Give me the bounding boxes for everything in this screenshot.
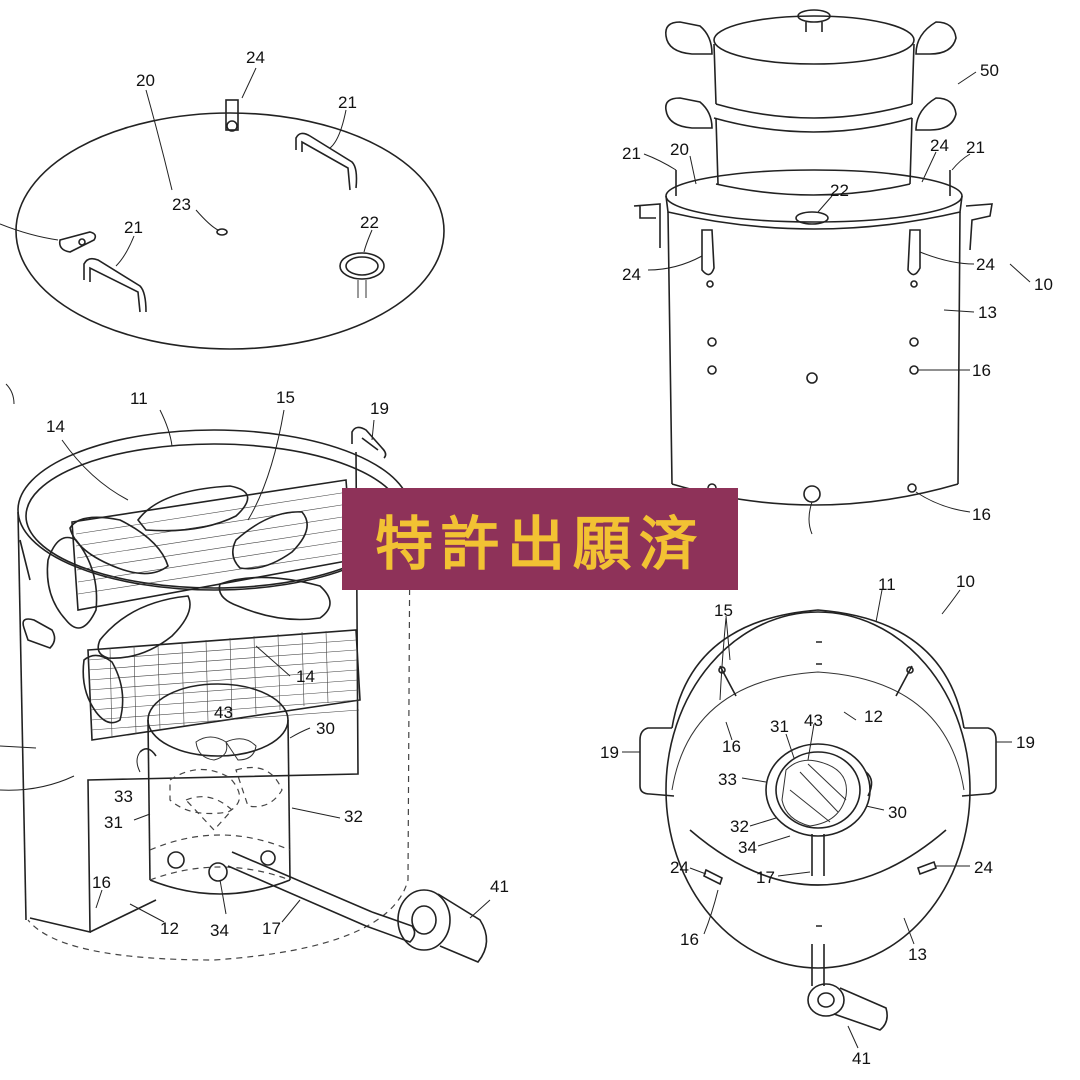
label-cut-34: 34	[210, 921, 229, 940]
label-top-31: 31	[770, 717, 789, 736]
label-top-24a: 24	[670, 858, 689, 877]
label-cut-14b: 14	[296, 667, 315, 686]
patent-pending-banner: 特許出願済	[342, 488, 738, 590]
drum-lid	[665, 169, 963, 223]
lid-handle-right	[295, 132, 358, 189]
vent-22	[795, 211, 829, 225]
drum-handle-right	[965, 203, 993, 251]
label-asm-24c: 24	[976, 255, 995, 274]
drum-handle-left	[22, 618, 56, 649]
label-top-33: 33	[718, 770, 737, 789]
label-top-11: 11	[878, 575, 896, 594]
label-lid-23: 23	[172, 195, 191, 214]
label-top-13: 13	[908, 945, 927, 964]
label-cut-41: 41	[490, 877, 509, 896]
label-cut-11: 11	[130, 389, 148, 408]
label-asm-22: 22	[830, 181, 849, 200]
sweet-potatoes	[46, 485, 331, 724]
label-top-10: 10	[956, 572, 975, 591]
assembled-figure	[633, 9, 1031, 535]
label-asm-16a: 16	[972, 361, 991, 380]
label-top-15: 15	[714, 601, 733, 620]
lid-figure	[0, 67, 445, 350]
label-top-17: 17	[756, 868, 775, 887]
lid-hook	[58, 231, 97, 253]
label-top-12: 12	[864, 707, 883, 726]
label-cut-14a: 14	[46, 417, 65, 436]
label-lid-20: 20	[136, 71, 155, 90]
label-cut-19: 19	[370, 399, 389, 418]
top-view-labels: 11 10 15 12 31 43 19 19 16 33 30 32 34 2…	[600, 572, 1035, 1068]
drum-handle-left	[633, 203, 661, 248]
label-lid-22: 22	[360, 213, 379, 232]
lid-handle-left	[83, 257, 147, 313]
lid-vent-22	[339, 252, 385, 280]
label-top-19b: 19	[1016, 733, 1035, 752]
label-cut-33: 33	[114, 787, 133, 806]
label-top-43: 43	[804, 711, 823, 730]
label-asm-24b: 24	[622, 265, 641, 284]
cutaway-labels: 11 15 19 14 14 43 30 33 32 31 16 12 34 1…	[46, 388, 509, 940]
drum-outer-rim	[665, 611, 971, 969]
label-top-19a: 19	[600, 743, 619, 762]
label-top-32: 32	[730, 817, 749, 836]
label-asm-24a: 24	[930, 136, 949, 155]
label-asm-20: 20	[670, 140, 689, 159]
label-cut-30: 30	[316, 719, 335, 738]
drum-handle-19	[351, 426, 387, 459]
charcoal-cylinder	[139, 683, 488, 963]
label-cut-15: 15	[276, 388, 295, 407]
label-lid-24: 24	[246, 48, 265, 67]
label-lid-21a: 21	[338, 93, 357, 112]
top-view-figure	[622, 589, 1012, 1049]
drum-body	[667, 211, 961, 485]
label-top-30: 30	[888, 803, 907, 822]
label-cut-31: 31	[104, 813, 123, 832]
top-charcoal-cylinder	[765, 743, 871, 837]
label-top-41: 41	[852, 1049, 871, 1068]
label-top-34: 34	[738, 838, 757, 857]
label-cut-17: 17	[262, 919, 281, 938]
label-cut-32: 32	[344, 807, 363, 826]
pot-handle-left	[664, 21, 713, 55]
label-cut-43: 43	[214, 703, 233, 722]
label-cut-16: 16	[92, 873, 111, 892]
label-lid-21b: 21	[124, 218, 143, 237]
label-asm-50: 50	[980, 61, 999, 80]
label-asm-13: 13	[978, 303, 997, 322]
label-top-16b: 16	[680, 930, 699, 949]
label-asm-10: 10	[1034, 275, 1053, 294]
assembled-labels: 50 21 20 24 21 22 24 24 10 13 16 16	[622, 61, 1053, 524]
lid-labels: 20 24 21 23 22 21	[124, 48, 379, 237]
label-top-24b: 24	[974, 858, 993, 877]
label-top-16a: 16	[722, 737, 741, 756]
label-asm-21a: 21	[622, 144, 641, 163]
cutaway-figure	[0, 383, 491, 963]
drum-left-wall	[17, 511, 27, 921]
lid-disc	[15, 112, 445, 350]
label-asm-16b: 16	[972, 505, 991, 524]
pot-lid	[713, 15, 915, 65]
pot-handle-right	[915, 21, 957, 55]
top-handle-left	[639, 727, 675, 797]
lid-pin-24	[225, 99, 239, 131]
label-asm-21b: 21	[966, 138, 985, 157]
lid-hole-23	[216, 228, 228, 236]
label-cut-12: 12	[160, 919, 179, 938]
patent-pending-text: 特許出願済	[374, 510, 705, 578]
top-handle-right	[961, 727, 997, 797]
